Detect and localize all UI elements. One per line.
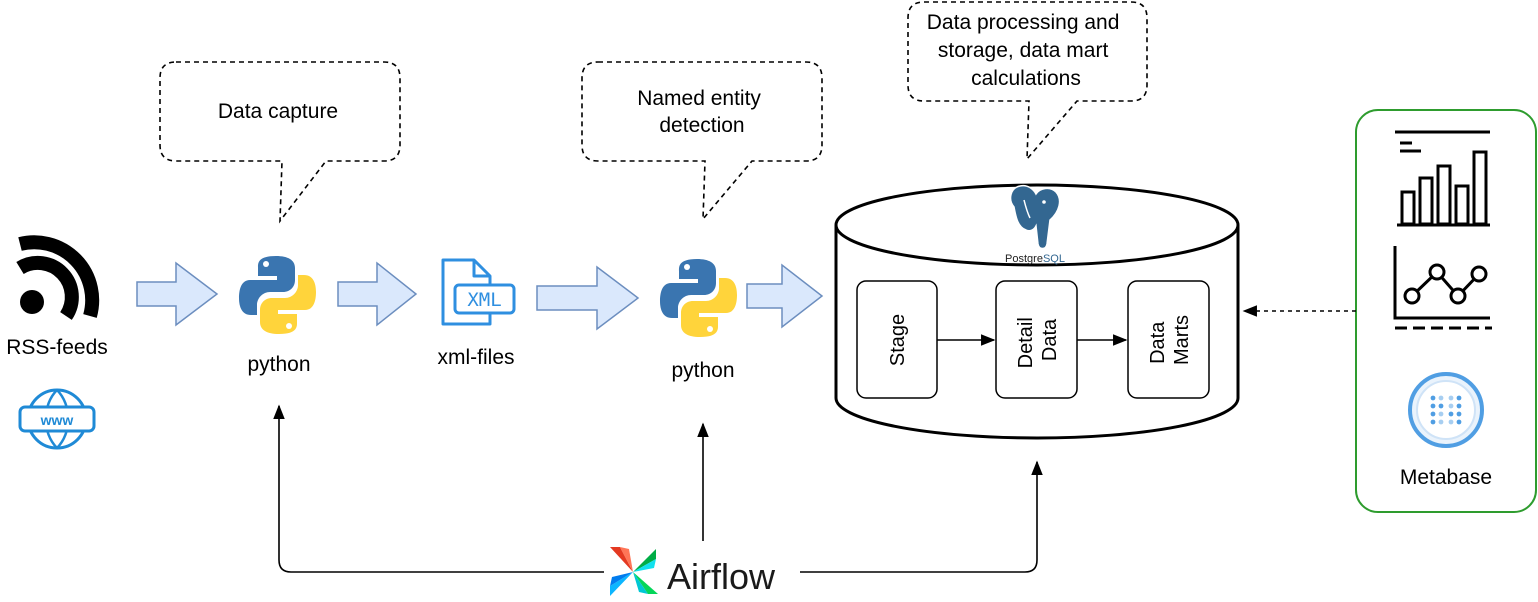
line-chart-icon xyxy=(1393,246,1492,330)
data-marts-box: Data Marts xyxy=(1127,280,1210,399)
callout-processing-text: Data processing and storage, data mart c… xyxy=(927,11,1125,90)
callout-ner-text: Named entity detection xyxy=(637,87,767,137)
callout-ner: Named entity detection xyxy=(581,61,823,222)
metabase-logo-icon xyxy=(1408,372,1484,448)
xml-file-icon: XML xyxy=(441,258,516,326)
detail-data-box: Detail Data xyxy=(995,280,1078,399)
xml-badge-text: XML xyxy=(467,289,501,311)
python-logo-icon-ner xyxy=(660,259,737,337)
postgresql-wordmark: PostgreSQL xyxy=(1005,253,1065,265)
airflow-pinwheel-icon xyxy=(610,547,658,596)
metabase-panel xyxy=(1355,109,1537,513)
python-logo-icon xyxy=(239,256,316,334)
xml-files-label: xml-files xyxy=(438,346,515,369)
data-marts-label: Data Marts xyxy=(1147,315,1193,365)
postgresql-elephant-icon xyxy=(1009,184,1061,250)
arrow-airflow-to-database xyxy=(800,460,1043,573)
callout-data-capture-text: Data capture xyxy=(218,100,338,123)
metabase-label: Metabase xyxy=(1400,466,1492,489)
flow-arrow-python-to-xml xyxy=(337,261,418,327)
bar-chart-icon xyxy=(1395,130,1490,227)
flow-arrow-rss-to-python xyxy=(136,261,219,327)
flow-arrow-xml-to-python xyxy=(536,265,640,331)
stage-label: Stage xyxy=(887,314,909,366)
python-ner-label: python xyxy=(671,359,734,382)
callout-processing: Data processing and storage, data mart c… xyxy=(907,1,1148,162)
stage-box: Stage xyxy=(856,280,938,399)
callout-data-capture: Data capture xyxy=(159,61,401,224)
www-text: www xyxy=(40,412,74,428)
airflow-label: Airflow xyxy=(667,556,776,597)
arrow-airflow-to-python-capture xyxy=(273,404,604,573)
www-globe-icon: www xyxy=(18,388,96,450)
detail-data-label: Detail Data xyxy=(1015,312,1061,369)
flow-arrow-python-to-postgres xyxy=(746,263,824,329)
rss-feeds-label: RSS-feeds xyxy=(6,336,108,359)
rss-feed-icon xyxy=(16,235,100,320)
python-capture-label: python xyxy=(247,353,310,376)
